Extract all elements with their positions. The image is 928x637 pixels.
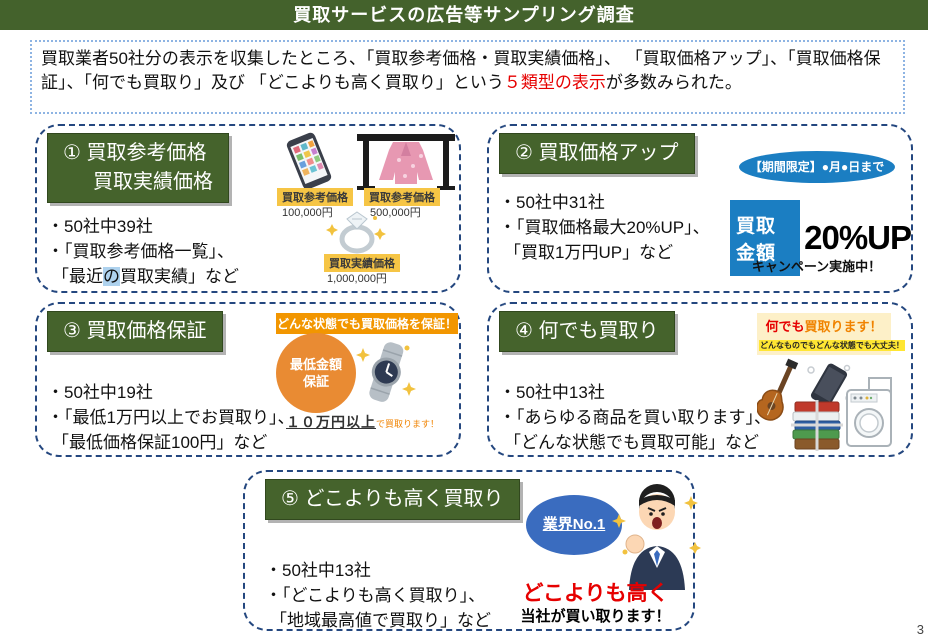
bullet-count: ・50社中39社 (47, 217, 153, 236)
percent-up-text: 20%UP (804, 219, 912, 256)
category-box-2: ② 買取価格アップ ・50社中31社 ・「買取価格最大20%UP」、 「買取1万… (487, 124, 913, 293)
banner-subline: どんなものでもどんな状態でも大丈夫！ (759, 340, 905, 351)
books-stack-illustration (791, 400, 843, 451)
category-2-bullets: ・50社中31社 ・「買取価格最大20%UP」、 「買取1万円UP」など (499, 190, 710, 265)
ring-price-label: 買取実績価格 (324, 254, 400, 272)
banner-headline: 何でも買取ります！ (765, 319, 883, 334)
category-box-5: ⑤ どこよりも高く買取り ・50社中13社 ・「どこよりも高く買取り」、 「地域… (243, 470, 701, 633)
bullet-example-2: 「買取1万円UP」など (504, 243, 674, 262)
price-main-text: １０万円以上 (286, 414, 376, 430)
intro-text-after: が多数みられた。 (605, 73, 742, 92)
bullet-count: ・50社中19社 (47, 383, 153, 402)
category-1-title-line2: 買取実績価格 (93, 171, 213, 193)
bullet-example-1: ・「あらゆる商品を買い取ります」、 (499, 408, 771, 427)
price-suffix-text: で買取ります！ (376, 419, 440, 429)
category-1-title-badge: ① 買取参考価格 買取実績価格 (47, 133, 229, 203)
bullet-count: ・50社中31社 (499, 193, 605, 212)
bullet-example-2: 「最近の買取実績」など (52, 267, 239, 286)
bullet-count: ・50社中13社 (265, 561, 371, 580)
highlighted-character: の (103, 267, 120, 286)
category-5-bullets: ・50社中13社 ・「どこよりも高く買取り」、 「地域最高値で買取り」など (265, 558, 491, 633)
intro-highlight-text: ５類型の表示 (503, 73, 606, 92)
bullet-example-2: 「どんな状態でも買取可能」など (504, 433, 759, 452)
category-4-title: ④ 何でも買取り (515, 320, 659, 342)
minimum-guarantee-circle: 最低金額 保証 (276, 333, 356, 413)
category-4-title-badge: ④ 何でも買取り (499, 311, 675, 352)
category-3-bullets: ・50社中19社 ・「最低1万円以上でお買取り」、 「最低価格保証100円」など (47, 380, 294, 455)
category-box-4: ④ 何でも買取り ・50社中13社 ・「あらゆる商品を買い取ります」、 「どんな… (487, 302, 913, 457)
campaign-text: キャンペーン実施中！ (751, 259, 882, 274)
purchase-amount-label: 買取金額 (730, 200, 801, 276)
price-up-graphic: 買取金額 20%UP (730, 200, 912, 276)
bullet-example-1: ・「買取価格最大20%UP」、 (499, 218, 710, 237)
category-3-title: ③ 買取価格保証 (63, 320, 207, 342)
smartphone-illustration (286, 132, 332, 190)
bullet-example-1: ・「買取参考価格一覧」、 (47, 242, 234, 261)
category-5-title: ⑤ どこよりも高く買取り (281, 488, 504, 510)
guarantee-banner: どんな状態でも買取価格を保証！ (276, 313, 458, 334)
buy-anything-banner: 何でも買取ります！ どんなものでもどんな状態でも大丈夫！ (757, 313, 905, 355)
category-3-title-badge: ③ 買取価格保証 (47, 311, 223, 352)
category-box-3: ③ 買取価格保証 ・50社中19社 ・「最低1万円以上でお買取り」、 「最低価格… (35, 302, 461, 457)
category-1-title-line1: ① 買取参考価格 (63, 142, 207, 164)
category-5-title-badge: ⑤ どこよりも高く買取り (265, 479, 520, 520)
washing-machine-illustration (846, 377, 892, 447)
bullet-example-2: 「最低価格保証100円」など (52, 433, 268, 452)
page-title: 買取サービスの広告等サンプリング調査 (293, 5, 635, 25)
ring-price-value: 1,000,000円 (327, 273, 387, 285)
phone-price-value: 100,000円 (282, 207, 333, 219)
watch-illustration (356, 342, 416, 402)
header-bar: 買取サービスの広告等サンプリング調査 (0, 0, 928, 30)
page-number: 3 (916, 622, 924, 637)
businessman-illustration (612, 484, 701, 590)
ring-illustration (326, 211, 386, 254)
category-4-bullets: ・50社中13社 ・「あらゆる商品を買い取ります」、 「どんな状態でも買取可能」… (499, 380, 771, 455)
intro-text: 買取業者50社分の表示を収集したところ、「買取参考価格・買取実績価格」、 「買取… (41, 49, 881, 92)
bullet-example-2: 「地域最高値で買取り」など (270, 611, 491, 630)
we-buy-text: 当社が買い取ります！ (520, 608, 671, 625)
guitar-illustration (757, 358, 799, 421)
highest-price-text: どこよりも高く (522, 582, 669, 605)
bullet-example-1: ・「最低1万円以上でお買取り」、 (47, 408, 295, 427)
kimono-price-value: 500,000円 (370, 207, 421, 219)
category-1-bullets: ・50社中39社 ・「買取参考価格一覧」、 「最近の買取実績」など (47, 214, 239, 289)
category-2-title: ② 買取価格アップ (515, 142, 679, 164)
intro-summary-box: 買取業者50社分の表示を収集したところ、「買取参考価格・買取実績価格」、 「買取… (30, 40, 905, 114)
category-box-1: ① 買取参考価格 買取実績価格 ・50社中39社 ・「買取参考価格一覧」、 「最… (35, 124, 461, 293)
industry-no1-badge: 業界No.1 (526, 495, 622, 555)
phone-price-label: 買取参考価格 (277, 188, 353, 206)
bullet-count: ・50社中13社 (499, 383, 605, 402)
limited-period-badge: 【期間限定】●月●日まで (739, 151, 895, 183)
category-2-title-badge: ② 買取価格アップ (499, 133, 695, 174)
guarantee-price-line: １０万円以上で買取ります！ (286, 412, 439, 432)
kimono-illustration (357, 134, 455, 190)
kimono-price-label: 買取参考価格 (364, 188, 440, 206)
bullet-example-1: ・「どこよりも高く買取り」、 (265, 586, 486, 605)
